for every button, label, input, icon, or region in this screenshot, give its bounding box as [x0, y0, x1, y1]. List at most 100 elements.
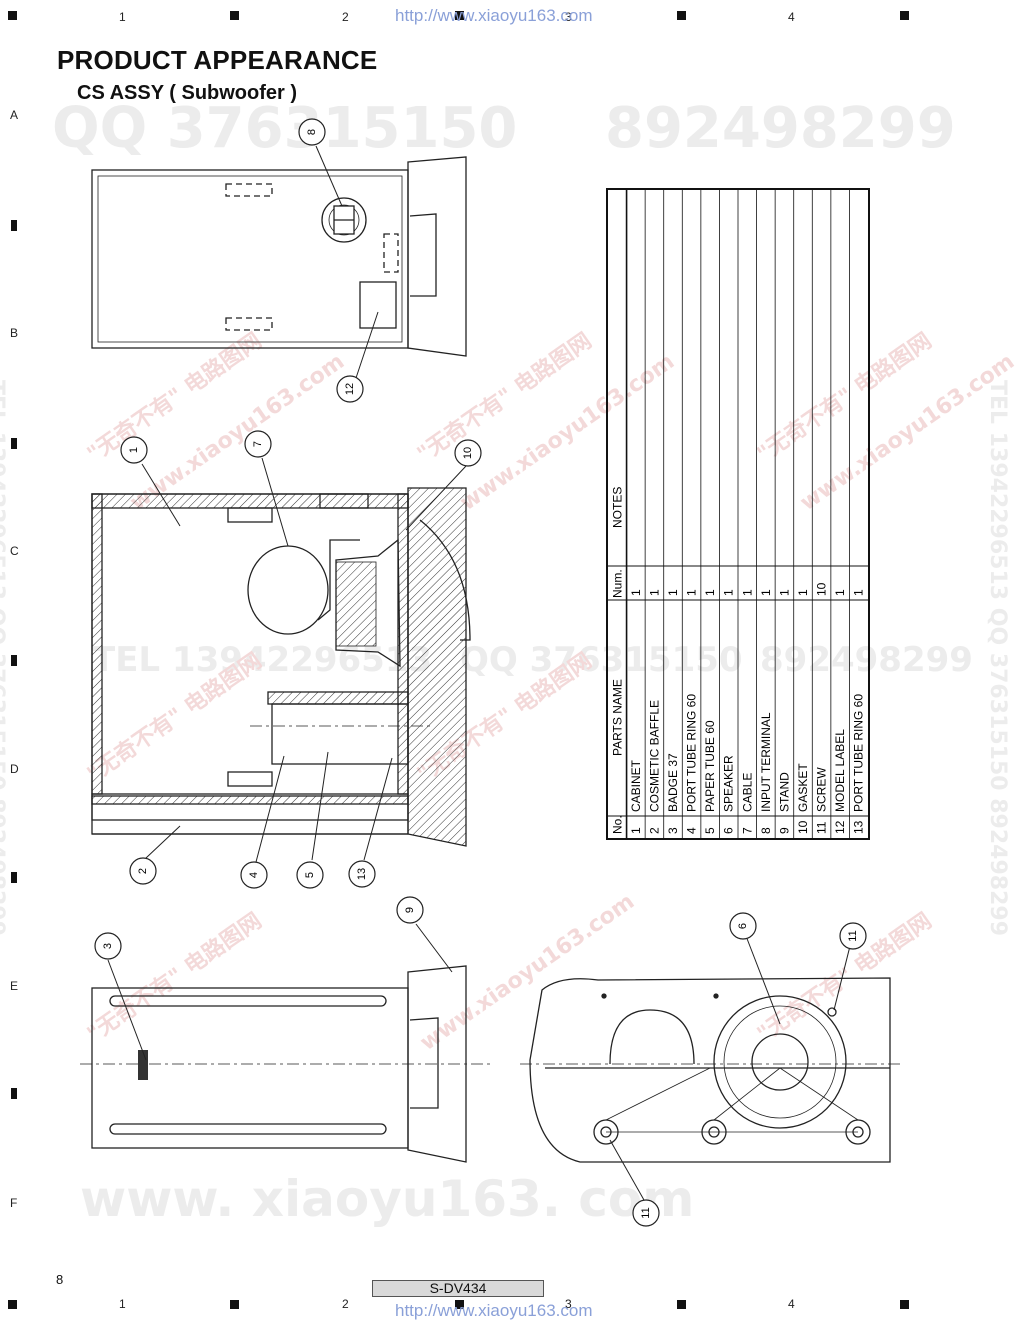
row-quantity: 1	[666, 589, 680, 596]
callout-balloon: 5	[296, 861, 324, 889]
corner-mark	[900, 1300, 909, 1309]
margin-letter-e: E	[10, 979, 19, 993]
callout-number: 9	[404, 907, 416, 913]
callout-number: 8	[306, 129, 318, 135]
margin-letter-a: A	[10, 108, 19, 122]
header-num: Num.	[610, 569, 624, 598]
grid-mark	[230, 11, 239, 20]
row-part-name: CABLE	[740, 773, 754, 812]
callout-balloon: 3	[94, 932, 122, 960]
grid-number-2: 2	[342, 10, 349, 24]
margin-letter-c: C	[10, 544, 19, 558]
header-url[interactable]: http://www.xiaoyu163.com	[395, 6, 593, 25]
row-no: 4	[685, 827, 699, 834]
grid-mark	[11, 438, 17, 449]
qq-watermark-top-2: 892498299	[605, 96, 956, 161]
row-no: 5	[703, 827, 717, 834]
row-quantity: 1	[740, 589, 754, 596]
footer-url[interactable]: http://www.xiaoyu163.com	[395, 1301, 593, 1320]
grid-mark	[11, 655, 17, 666]
parts-table-grid: No.PARTS NAMENum.NOTES1CABINET12COSMETIC…	[606, 188, 870, 840]
grid-mark	[11, 872, 17, 883]
row-quantity: 1	[777, 589, 791, 596]
callout-balloon: 2	[129, 857, 157, 885]
callout-balloon: 1	[120, 436, 148, 464]
grid-mark	[230, 1300, 239, 1309]
row-no: 10	[796, 820, 810, 834]
row-part-name: GASKET	[796, 763, 810, 812]
leader-lines	[107, 145, 851, 1201]
row-quantity: 1	[796, 589, 810, 596]
corner-mark	[8, 1300, 17, 1309]
callout-balloon: 6	[729, 912, 757, 940]
qq-watermark-top: QQ 376315150	[52, 96, 518, 161]
corner-mark	[900, 11, 909, 20]
callout-number: 12	[344, 383, 356, 395]
row-no: 9	[777, 827, 791, 834]
row-quantity: 1	[722, 589, 736, 596]
header-no: No.	[610, 815, 624, 834]
callout-balloon: 10	[454, 439, 482, 467]
callout-number: 7	[252, 441, 264, 447]
page-number: 8	[56, 1272, 64, 1287]
row-part-name: SCREW	[815, 767, 829, 812]
row-no: 2	[647, 827, 661, 834]
callout-number: 4	[248, 872, 260, 878]
row-quantity: 1	[852, 589, 866, 596]
callout-balloon: 13	[348, 860, 376, 888]
row-quantity: 1	[703, 589, 717, 596]
row-quantity: 1	[629, 589, 643, 596]
row-quantity: 1	[759, 589, 773, 596]
row-no: 7	[740, 827, 754, 834]
top-view-drawing	[91, 156, 467, 357]
callout-balloon: 8	[298, 118, 326, 146]
grid-number-1: 1	[119, 10, 126, 24]
callout-number: 2	[137, 868, 149, 874]
row-part-name: MODEL LABEL	[833, 729, 847, 812]
row-part-name: STAND	[777, 772, 791, 812]
margin-letter-d: D	[10, 762, 19, 776]
row-no: 1	[629, 827, 643, 834]
grid-mark	[677, 1300, 686, 1309]
front-view-drawing	[80, 965, 490, 1163]
section-view-drawing	[91, 487, 471, 847]
row-quantity: 1	[685, 589, 699, 596]
grid-number-1: 1	[119, 1297, 126, 1311]
tel-watermark-mid: TEL 13942296513	[92, 640, 433, 680]
callout-balloon: 12	[336, 375, 364, 403]
page-title: PRODUCT APPEARANCE	[57, 45, 378, 75]
grid-number-3: 3	[565, 1297, 572, 1311]
row-part-name: INPUT TERMINAL	[759, 712, 773, 812]
callout-number: 1	[128, 447, 140, 453]
callout-balloon: 4	[240, 861, 268, 889]
grid-number-2: 2	[342, 1297, 349, 1311]
row-no: 6	[722, 827, 736, 834]
grid-number-4: 4	[788, 10, 795, 24]
corner-mark	[8, 11, 17, 20]
margin-letter-f: F	[10, 1196, 18, 1210]
grid-mark	[11, 1088, 17, 1099]
row-part-name: BADGE 37	[666, 753, 680, 812]
row-quantity: 10	[815, 582, 829, 596]
row-part-name: PORT TUBE RING 60	[685, 694, 699, 812]
grid-mark	[11, 220, 17, 231]
callout-number: 11	[640, 1207, 652, 1218]
callout-balloon: 9	[396, 896, 424, 924]
callout-balloon: 11	[632, 1199, 660, 1227]
callout-number: 13	[356, 868, 368, 880]
callout-balloon: 11	[839, 922, 867, 950]
qq-watermark-mid: QQ 376315150	[460, 640, 743, 680]
callout-number: 10	[462, 447, 474, 459]
row-no: 13	[852, 820, 866, 834]
row-part-name: CABINET	[629, 759, 643, 812]
row-quantity: 1	[647, 589, 661, 596]
row-no: 8	[759, 827, 773, 834]
row-no: 3	[666, 827, 680, 834]
row-part-name: COSMETIC BAFFLE	[647, 700, 661, 812]
grid-mark	[677, 11, 686, 20]
model-label: S-DV434	[372, 1280, 544, 1297]
table-border	[606, 188, 870, 840]
bottom-view-drawing	[520, 977, 902, 1163]
row-part-name: SPEAKER	[722, 755, 736, 812]
